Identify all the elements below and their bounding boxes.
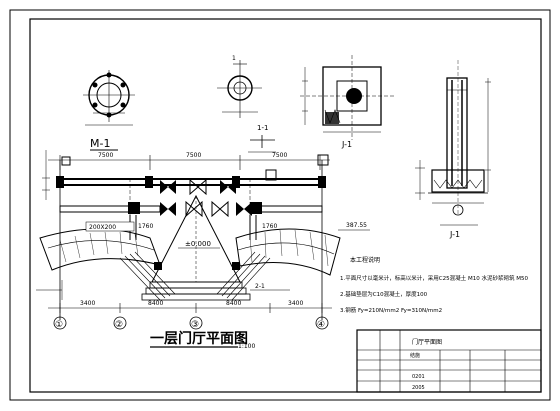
dim-bottom-mid2: 8400 <box>226 300 241 307</box>
detail-1-1: 1-1 <box>248 124 276 153</box>
tb-date: 2005 <box>412 385 425 391</box>
stair-right <box>216 251 271 301</box>
dim-side-left: 1760 <box>138 223 153 230</box>
j1-section-label: J-1 <box>449 230 460 239</box>
notes-line1b: M10 水泥砂浆砌筑 M50 <box>468 274 528 282</box>
notes-line2: 2.基础垫层为C10混凝土，厚度100 <box>340 290 428 298</box>
axis-4: ④ <box>317 320 325 330</box>
outer-border <box>9 9 551 401</box>
inner-border <box>29 18 542 393</box>
title-block: 门厅平面图 结施 0201 2005 <box>356 329 542 393</box>
canopy-hatch <box>59 229 329 267</box>
j1-plan-label: J-1 <box>341 140 352 149</box>
stair-label: 2-1 <box>255 283 265 290</box>
detail-j1-section: J-1 <box>415 60 491 239</box>
tb-project: 门厅平面图 <box>412 338 442 346</box>
stair-left <box>119 251 176 301</box>
level-label: ±0.000 <box>185 240 211 248</box>
elev-note: 387.55 <box>346 222 367 229</box>
tb-sheet: 0201 <box>412 374 425 380</box>
dim-top-left: 7500 <box>98 152 113 159</box>
dim-side-right: 1760 <box>262 223 277 230</box>
floor-plan: 7500 7500 7500 <box>36 150 370 350</box>
dim-top-mid: 7500 <box>186 152 201 159</box>
beam-label: 200X200 <box>89 224 116 231</box>
detail-column: 1 <box>217 55 262 118</box>
plan-scale: 1:100 <box>238 343 255 350</box>
detail-j1-plan: J-1 <box>300 55 395 149</box>
general-notes: 本工程说明 1.平面尺寸以毫米计，标高以米计，采用C25混凝土 M10 水泥砂浆… <box>340 256 528 314</box>
notes-line3: 3.钢筋 Fy=210N/mm2 Fy=310N/mm2 <box>340 306 442 314</box>
detail-m1: M-1 <box>83 70 135 151</box>
axis-1: ① <box>55 320 63 330</box>
dim-bottom-mid1: 8400 <box>148 300 163 307</box>
notes-line1: 1.平面尺寸以毫米计，标高以米计，采用C25混凝土 <box>340 274 467 282</box>
door-symbols-row1 <box>160 178 236 196</box>
m1-label: M-1 <box>90 137 110 150</box>
plan-title: 一层门厅平面图 <box>150 330 248 347</box>
axis-3: ③ <box>191 320 199 330</box>
dim-bottom-right: 3400 <box>288 300 303 307</box>
tb-drawing-no: 结施 <box>410 352 420 359</box>
svg-text:1: 1 <box>232 55 236 62</box>
section-1-1-label: 1-1 <box>257 124 268 132</box>
notes-heading: 本工程说明 <box>350 256 380 264</box>
dim-top-right: 7500 <box>272 152 287 159</box>
axis-2: ② <box>115 320 123 330</box>
door-symbols-row2 <box>160 200 252 218</box>
dim-bottom-left: 3400 <box>80 300 95 307</box>
